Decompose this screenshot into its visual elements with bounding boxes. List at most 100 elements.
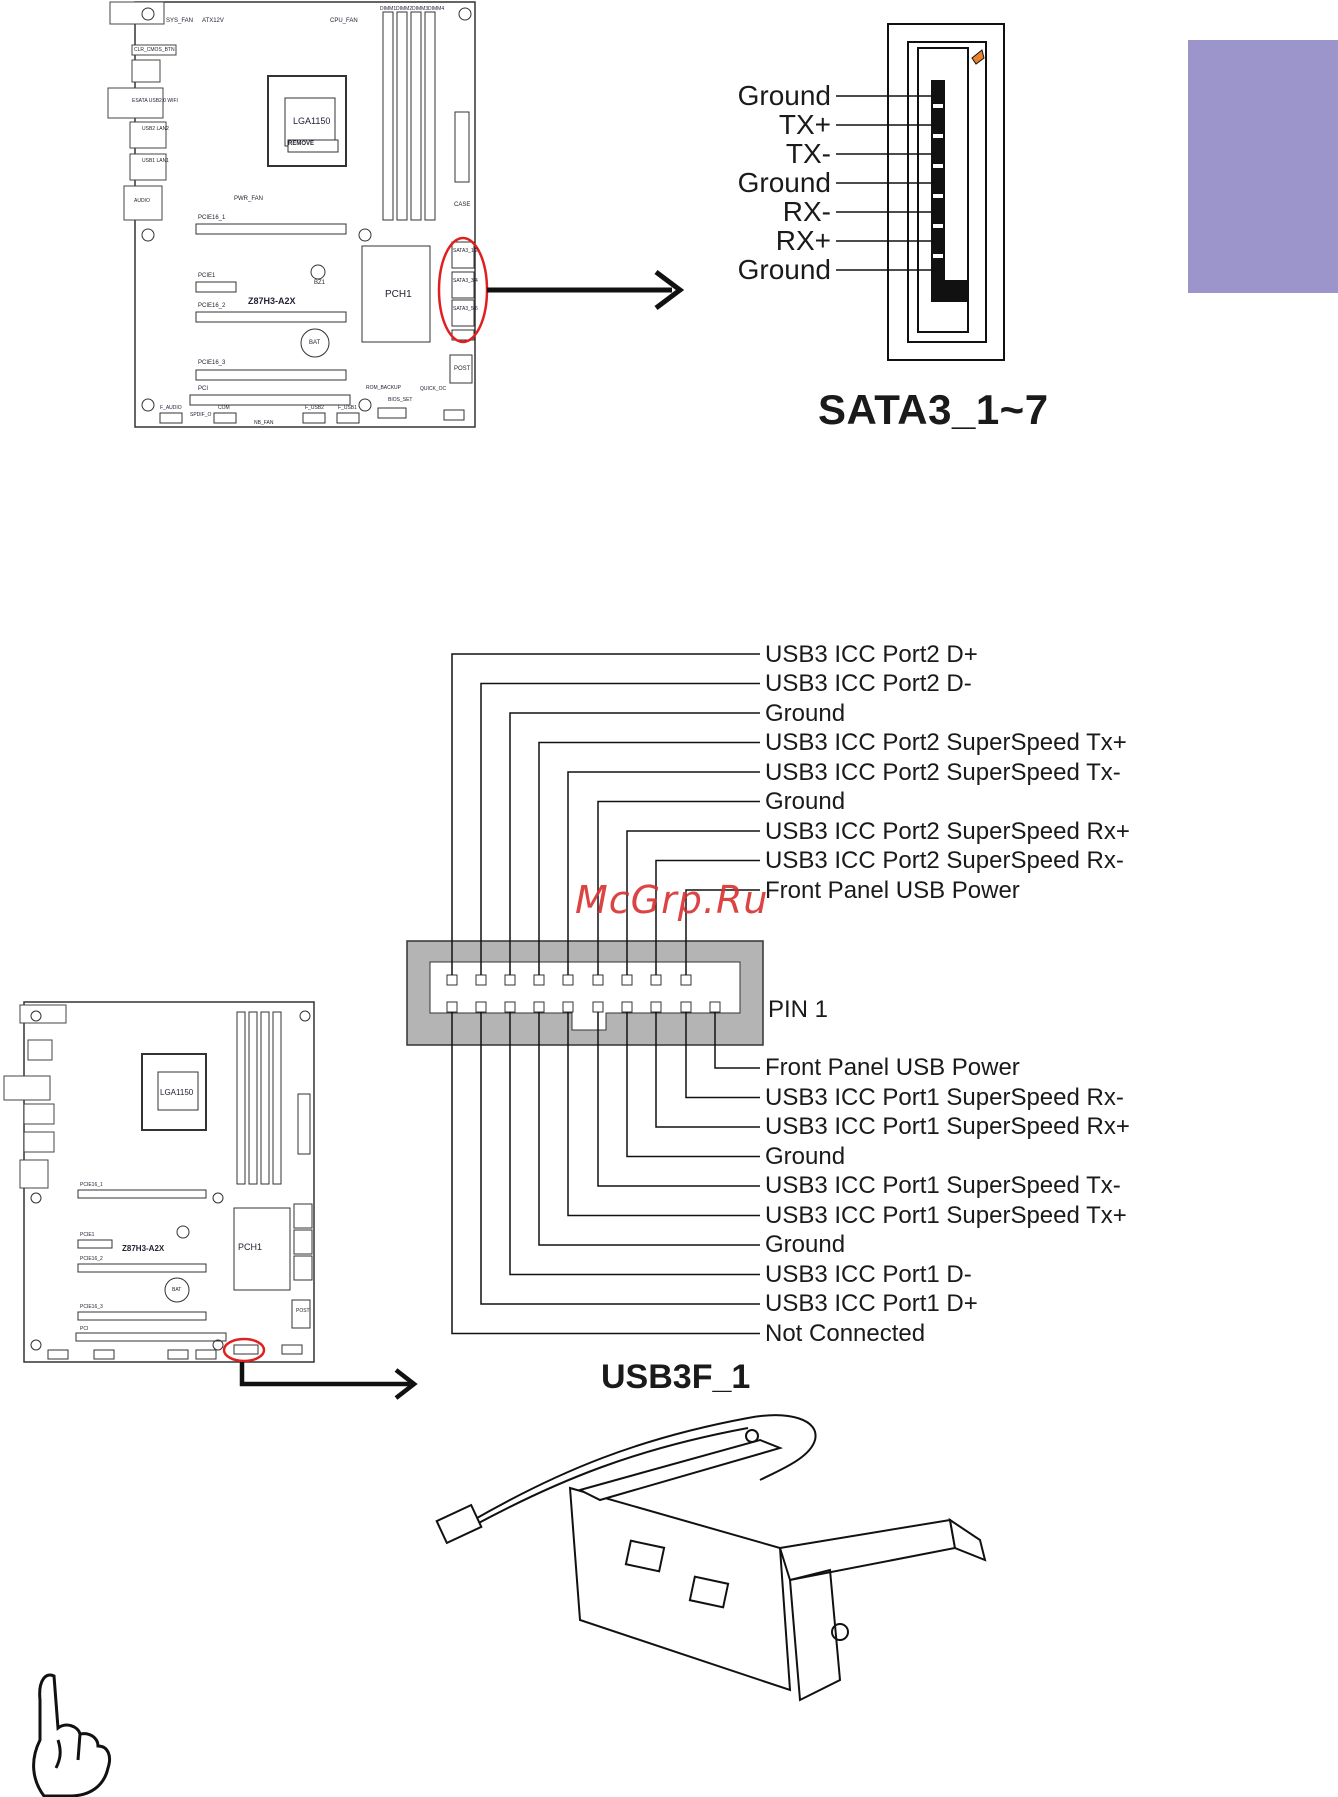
usb-top-pin-label-1: USB3 ICC Port2 D+ (765, 641, 978, 668)
case-label: CASE (454, 202, 471, 208)
pwr-fan-label: PWR_FAN (234, 196, 264, 202)
pointing-hand-icon (32, 1673, 112, 1797)
cpu-socket-label: LGA1150 (293, 116, 331, 126)
audio-port-label: AUDIO (134, 198, 150, 204)
sata3-12-label: SATA3_1/2 (453, 248, 478, 254)
usb-top-leader (480, 682, 760, 975)
chipset-label: PCH1 (385, 289, 412, 300)
usb-bottom-leader (655, 1012, 760, 1128)
usb-bottom-leader (480, 1012, 760, 1305)
clr-cmos-label: CLR_CMOS_BTN (134, 47, 175, 53)
usb-bottom-leader (714, 1012, 760, 1069)
usb-bottom-pin-label-1: Front Panel USB Power (765, 1054, 1020, 1081)
usb-bottom-pin-label-4: Ground (765, 1143, 846, 1170)
pin1-label: PIN 1 (768, 996, 829, 1023)
usb-title: USB3F_1 (601, 1358, 751, 1396)
esata-usb2-label: ESATA USB2.0 WIFI (132, 98, 178, 104)
usb1-lan1-label: USB1 LAN1 (142, 158, 169, 164)
sata-title: SATA3_1~7 (818, 386, 1049, 433)
usb-bottom-pin-label-7: Ground (765, 1231, 846, 1258)
usb-top-pin (650, 974, 662, 986)
usb-top-leader (626, 830, 760, 975)
sata3-34-label: SATA3_3/4 (453, 278, 478, 284)
arrow-right-icon (487, 270, 685, 310)
usb-top-pin (562, 974, 574, 986)
quick-oc-label: QUICK_OC (420, 386, 447, 392)
pcie16-3-label: PCIE16_3 (198, 360, 226, 366)
usb-bottom-leader (597, 1012, 760, 1187)
usb-top-pin (446, 974, 458, 986)
sata-pin-4-label: Ground (737, 167, 831, 198)
dimm3-label: DIMM3 (412, 6, 429, 12)
pcie16-1-label-bottom: PCIE16_1 (80, 1182, 103, 1188)
dimm1-label: DIMM1 (380, 6, 397, 12)
usb-bottom-pin (446, 1001, 458, 1013)
bios-set-label: BIOS_SET (388, 397, 413, 403)
f-usb2-label: F_USB2 (305, 405, 324, 411)
usb-top-pin (592, 974, 604, 986)
sata-pin-3-label: TX- (785, 138, 831, 169)
usb-top-pin-label-3: Ground (765, 700, 846, 727)
usb-bottom-pin-label-8: USB3 ICC Port1 D- (765, 1261, 972, 1288)
pci-label: PCI (198, 386, 209, 392)
usb2-lan2-label: USB2 LAN2 (142, 126, 169, 132)
sata3-56-label: SATA3_5/6 (453, 306, 478, 312)
cpu-fan-label: CPU_FAN (330, 18, 358, 24)
pcie16-3-label-bottom: PCIE16_3 (80, 1304, 103, 1310)
spdif-label: SPDIF_O (190, 412, 212, 418)
arrow-right-icon (239, 1362, 418, 1400)
f-audio-label: F_AUDIO (160, 405, 182, 411)
post-label-bottom: POST (296, 1308, 310, 1314)
usb-top-pin-label-2: USB3 ICC Port2 D- (765, 670, 972, 697)
usb-top-leader (655, 859, 760, 975)
remove-label: REMOVE (288, 141, 315, 147)
sata-pin-2-label: TX+ (778, 109, 831, 140)
usb-bottom-pin (680, 1001, 692, 1013)
usb-bottom-pin-label-2: USB3 ICC Port1 SuperSpeed Rx- (765, 1084, 1124, 1111)
usb-top-pin (475, 974, 487, 986)
usb-bottom-leader (538, 1012, 760, 1246)
usb-bottom-pin (533, 1001, 545, 1013)
post-label: POST (454, 366, 471, 372)
usb-bottom-pin (592, 1001, 604, 1013)
usb-top-pin-label-9: Front Panel USB Power (765, 877, 1020, 904)
usb-bracket-icon (435, 1414, 987, 1702)
usb-top-leader (567, 771, 760, 975)
usb-leader-lines (451, 653, 760, 1335)
battery-label: BAT (309, 340, 321, 346)
usb-top-pin-label-5: USB3 ICC Port2 SuperSpeed Tx- (765, 759, 1121, 786)
com-label: COM (218, 405, 230, 411)
section-tab (1188, 40, 1338, 293)
sata-pin-7-label: Ground (737, 254, 831, 285)
sys-fan-label: SYS_FAN (166, 18, 194, 24)
usb-bottom-pin (650, 1001, 662, 1013)
pcie16-2-label-bottom: PCIE16_2 (80, 1256, 103, 1262)
usb-bottom-pin-label-10: Not Connected (765, 1320, 926, 1347)
sata-connector (836, 23, 1005, 361)
usb-top-pin-label-6: Ground (765, 788, 846, 815)
motherboard-layout-bottom (3, 1001, 315, 1363)
dimm2-label: DIMM2 (396, 6, 413, 12)
usb-top-pin-label-8: USB3 ICC Port2 SuperSpeed Rx- (765, 847, 1124, 874)
cpu-socket-label-bottom: LGA1150 (160, 1088, 194, 1097)
usb-bottom-pin-label-3: USB3 ICC Port1 SuperSpeed Rx+ (765, 1113, 1130, 1140)
usb-top-leader (451, 653, 760, 975)
pcie1-label: PCIE1 (198, 273, 216, 279)
sata-pin-6-label: RX+ (775, 225, 831, 256)
usb-bottom-pin (621, 1001, 633, 1013)
atx12v-label: ATX12V (202, 18, 224, 24)
usb-bottom-pin-label-6: USB3 ICC Port1 SuperSpeed Tx+ (765, 1202, 1127, 1229)
motherboard-model: Z87H3-A2X (248, 296, 296, 306)
usb-top-pin (621, 974, 633, 986)
usb3f-header-connector (406, 940, 764, 1046)
chipset-label-bottom: PCH1 (238, 1242, 263, 1252)
usb-bottom-leader (451, 1012, 760, 1335)
usb-bottom-pin (504, 1001, 516, 1013)
sata-pin-5-label: RX- (782, 196, 831, 227)
usb-top-pin (504, 974, 516, 986)
usb-bottom-pin-label-5: USB3 ICC Port1 SuperSpeed Tx- (765, 1172, 1121, 1199)
motherboard-model-bottom: Z87H3-A2X (122, 1244, 165, 1253)
usb-bottom-pin (709, 1001, 721, 1013)
usb-bottom-leader (509, 1012, 760, 1276)
